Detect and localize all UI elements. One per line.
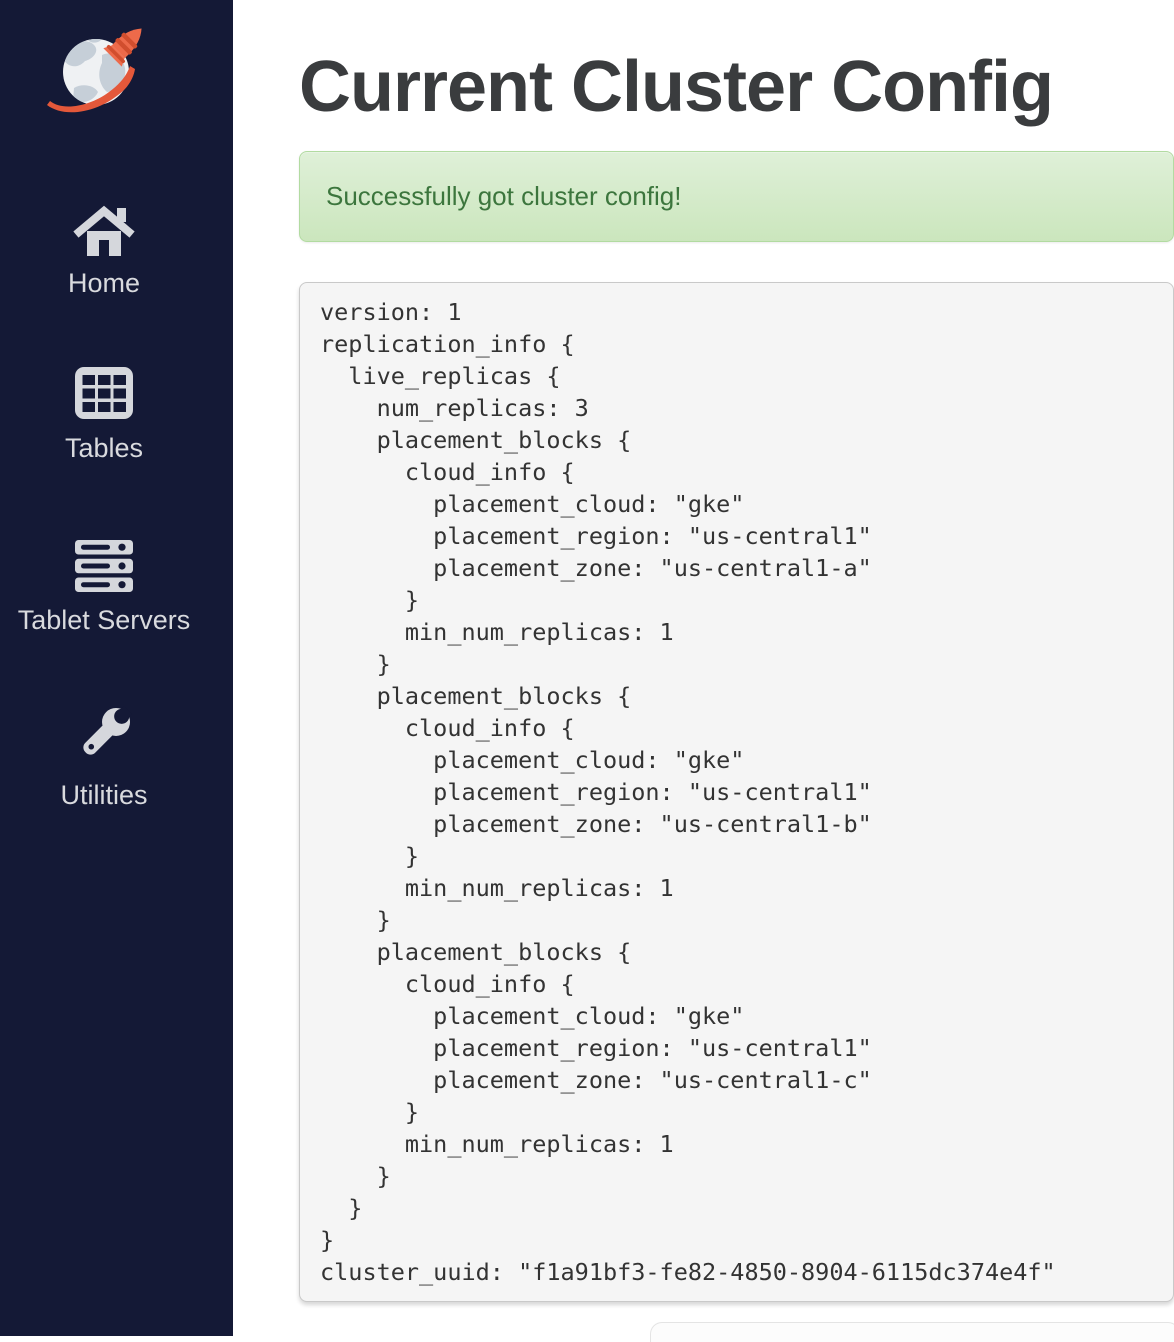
success-alert: Successfully got cluster config!: [299, 151, 1174, 242]
sidebar-item-tables[interactable]: Tables: [0, 365, 208, 463]
sidebar-item-label: Tablet Servers: [17, 605, 191, 635]
page-title: Current Cluster Config: [299, 47, 1054, 127]
sidebar-item-home[interactable]: Home: [0, 200, 208, 298]
sidebar-item-label: Home: [67, 268, 141, 298]
main-content: Current Cluster Config Successfully got …: [233, 0, 1174, 1336]
utilities-wrench-icon: [0, 702, 208, 768]
home-icon: [0, 200, 208, 256]
rocket-globe-icon: [47, 28, 142, 113]
yugabyte-logo[interactable]: [44, 24, 156, 116]
tablet-servers-icon: [0, 537, 208, 593]
sidebar-item-label: Tables: [64, 433, 144, 463]
success-alert-message: Successfully got cluster config!: [326, 181, 682, 211]
tables-icon: [0, 365, 208, 421]
sidebar-item-label: Utilities: [60, 780, 148, 810]
next-panel-top-edge: [650, 1322, 1174, 1342]
sidebar-item-tablet-servers[interactable]: Tablet Servers: [0, 537, 208, 635]
sidebar-item-utilities[interactable]: Utilities: [0, 702, 208, 810]
cluster-config-output: version: 1 replication_info { live_repli…: [299, 282, 1174, 1302]
sidebar: Home Tables: [0, 0, 233, 1336]
